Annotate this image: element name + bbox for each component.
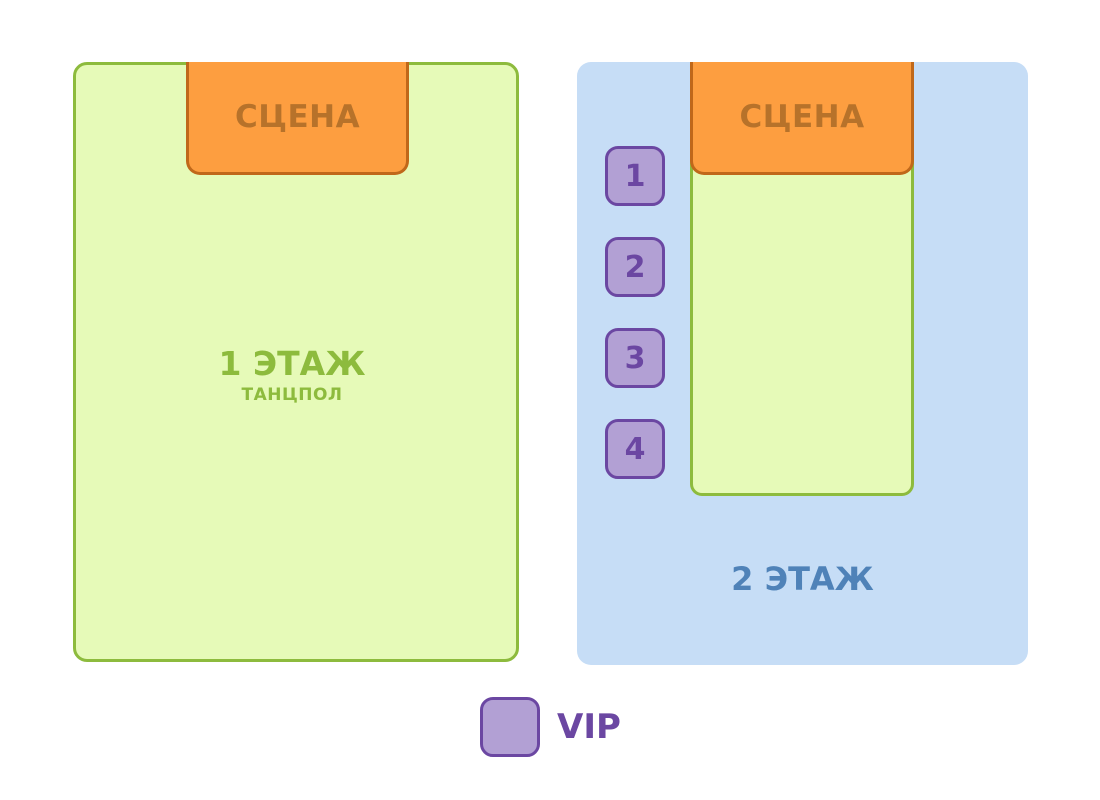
vip-box-2[interactable]: 2: [605, 237, 665, 297]
vip-box-4[interactable]: 4: [605, 419, 665, 479]
vip-box-number: 3: [624, 340, 646, 376]
floor1-stage: СЦЕНА: [186, 62, 409, 175]
legend-vip-label: VIP: [557, 707, 621, 747]
vip-box-3[interactable]: 3: [605, 328, 665, 388]
floor1-title: 1 ЭТАЖ: [218, 344, 366, 383]
vip-box-number: 4: [624, 431, 646, 467]
floor1-stage-label: СЦЕНА: [234, 99, 361, 135]
vip-box-1[interactable]: 1: [605, 146, 665, 206]
floor2-stage-label: СЦЕНА: [739, 99, 865, 135]
vip-box-number: 2: [624, 249, 646, 285]
legend-vip-swatch: [480, 697, 540, 757]
floor2-stage: СЦЕНА: [690, 62, 914, 175]
vip-box-number: 1: [624, 158, 646, 194]
floor2-title: 2 ЭТАЖ: [731, 560, 874, 598]
floor2-dancefloor-area: [690, 120, 914, 496]
floor1-subtitle: ТАНЦПОЛ: [241, 385, 343, 405]
